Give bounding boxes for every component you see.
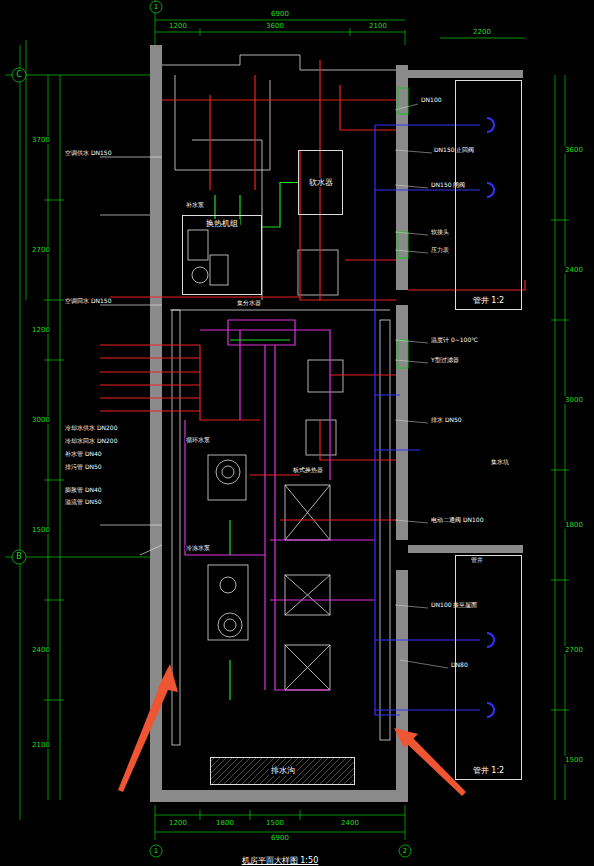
equipment-box: 软水器: [298, 150, 343, 215]
dimension-text: 3000: [564, 396, 584, 404]
dimension-text: 2400: [340, 819, 360, 827]
equipment-label: 软水器: [307, 178, 335, 188]
dimension-text: 2700: [564, 646, 584, 654]
equipment-label: 管井 1:2: [471, 766, 506, 776]
equipment-box: 管井 1:2: [455, 80, 522, 310]
note-text: DN80: [450, 662, 469, 669]
note-text: 冷却水供水 DN200: [64, 425, 118, 432]
equipment-label: 换热机组: [204, 219, 240, 229]
dimension-text: 2400: [564, 266, 584, 274]
note-text: DN100: [420, 97, 443, 104]
dimension-text: 2100: [31, 741, 51, 749]
note-text: 冷却水回水 DN200: [64, 438, 118, 445]
note-text: 排水 DN50: [430, 417, 463, 424]
note-text: 循环水泵: [185, 437, 211, 444]
equipment-label: 管井 1:2: [471, 296, 506, 306]
grid-bubble: 1: [153, 3, 159, 11]
dimension-text: 1500: [265, 819, 285, 827]
dimension-text: 3700: [31, 136, 51, 144]
dimension-text: 1800: [564, 521, 584, 529]
grid-bubble: 1: [153, 847, 159, 855]
dimension-text: 1800: [215, 819, 235, 827]
drawing-caption: 机房平面大样图 1:50: [242, 855, 319, 866]
note-text: 压力表: [430, 247, 450, 254]
dimension-text: 1500: [31, 526, 51, 534]
dimension-text: 1200: [168, 22, 188, 30]
dimension-text: 6900: [270, 10, 290, 18]
note-text: DN150 闸阀: [430, 182, 466, 189]
dimension-text: 6900: [270, 834, 290, 842]
note-text: 冷冻水泵: [185, 545, 211, 552]
note-text: 空调回水 DN150: [64, 298, 112, 305]
note-text: 温度计 0~100℃: [430, 337, 479, 344]
note-text: 板式换热器: [292, 467, 324, 474]
grid-bubble: B: [15, 552, 23, 561]
note-text: 集分水器: [236, 300, 262, 307]
note-text: Y型过滤器: [430, 357, 460, 364]
grid-bubble: C: [15, 70, 23, 79]
note-text: 软接头: [430, 229, 450, 236]
note-text: 溢流管 DN50: [64, 499, 103, 506]
drain-hatch: [210, 757, 355, 785]
dimension-text: 2700: [31, 246, 51, 254]
dimension-text: 2100: [368, 22, 388, 30]
dimension-text: 3600: [265, 22, 285, 30]
equipment-box: 排水沟: [210, 757, 355, 785]
note-text: 排污管 DN50: [64, 464, 103, 471]
note-text: 电动二通阀 DN100: [430, 517, 484, 524]
equipment-box: 管井 1:2: [455, 555, 522, 780]
equipment-box: 换热机组: [182, 215, 262, 295]
note-text: 补水管 DN40: [64, 451, 103, 458]
pipe-connector: [262, 183, 298, 228]
note-text: 膨胀管 DN40: [64, 487, 103, 494]
dimension-text: 1500: [564, 756, 584, 764]
dimension-text: 1200: [31, 326, 51, 334]
equipment-label: 排水沟: [269, 766, 297, 776]
dimension-text: 3600: [564, 146, 584, 154]
note-text: 空调供水 DN150: [64, 150, 112, 157]
dimension-text: 1200: [168, 819, 188, 827]
dimension-text: 2200: [472, 28, 492, 36]
note-text: 管井: [470, 557, 484, 564]
grid-bubble: 2: [402, 847, 408, 855]
dimension-text: 3000: [31, 416, 51, 424]
note-text: 补水泵: [185, 202, 205, 209]
note-text: 集水坑: [490, 459, 510, 466]
dimension-text: 2400: [31, 646, 51, 654]
